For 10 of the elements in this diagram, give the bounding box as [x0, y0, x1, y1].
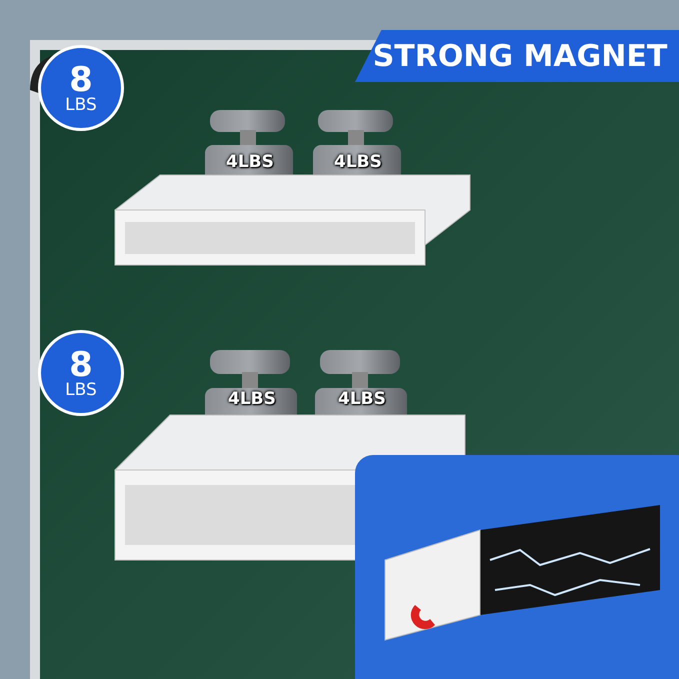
badge-unit: LBS — [65, 96, 97, 114]
weight-label: 4LBS — [228, 389, 276, 409]
weight-label: 4LBS — [334, 152, 382, 172]
badge-number: 8 — [69, 348, 93, 382]
weight-label: 4LBS — [338, 389, 386, 409]
badge-unit: LBS — [65, 382, 97, 398]
badge-number: 8 — [69, 62, 93, 96]
title-banner — [355, 30, 679, 82]
weight-label: 4LBS — [226, 152, 274, 172]
banner-title: STRONG MAGNET — [372, 38, 668, 74]
